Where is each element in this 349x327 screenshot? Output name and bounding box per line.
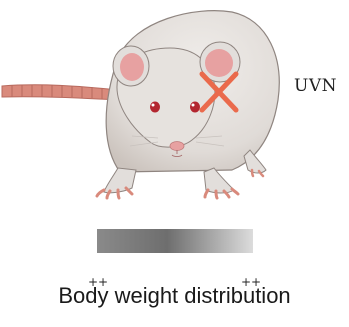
caption: Body weight distribution (0, 283, 349, 309)
weight-distribution-bar (97, 229, 253, 253)
rat-tail (2, 85, 120, 100)
rat-paw-right (204, 168, 238, 198)
rat-paw-left (97, 168, 136, 198)
uvn-label: UVN (294, 76, 337, 96)
rat-body (106, 11, 279, 172)
rat-ear-left (113, 46, 149, 86)
